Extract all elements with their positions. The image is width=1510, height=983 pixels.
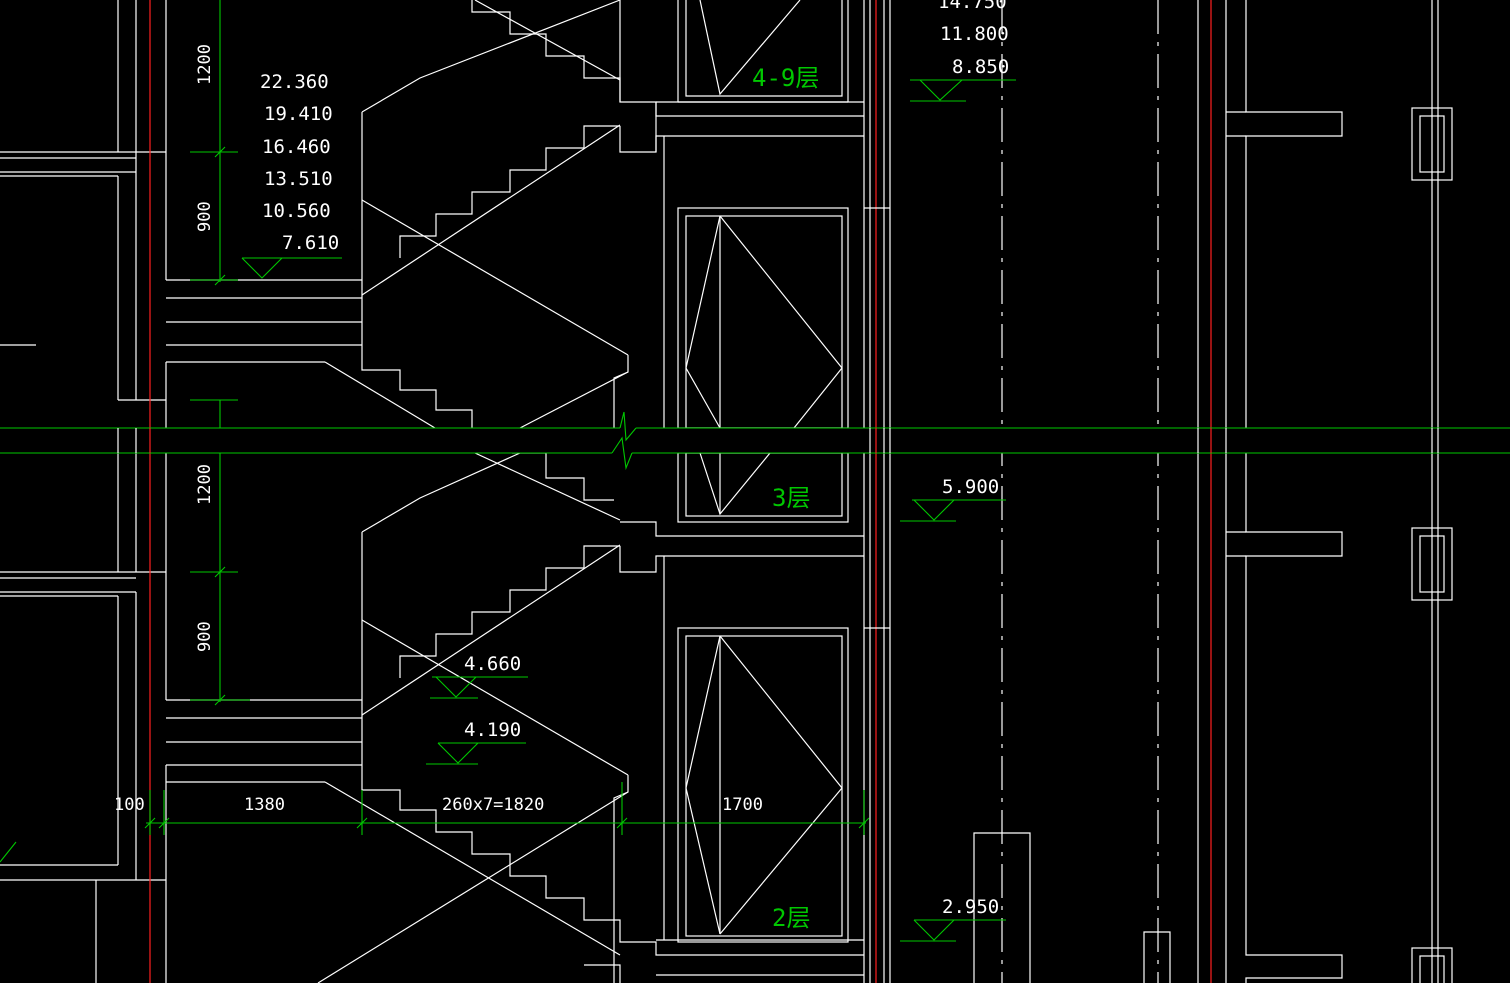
elevation-marker-left-edge bbox=[0, 841, 17, 863]
elevation-stack-2: 19.410 bbox=[264, 103, 333, 125]
floor-label-4-9: 4-9层 bbox=[752, 64, 819, 92]
elevation-marker-4190 bbox=[426, 742, 526, 765]
dimension-horizontal bbox=[144, 782, 870, 835]
elevation-marker-5900 bbox=[900, 499, 1006, 522]
elevation-stack-6: 7.610 bbox=[282, 232, 339, 254]
elevation-stack-5: 10.560 bbox=[262, 200, 331, 222]
elevation-marker-4660 bbox=[430, 676, 528, 699]
floor-label-3: 3层 bbox=[772, 484, 810, 512]
elevation-top-partial: 14.750 bbox=[938, 0, 1007, 13]
elevation-4660: 4.660 bbox=[464, 653, 521, 675]
elevation-marker-2950 bbox=[900, 919, 1006, 942]
dimension-vertical-lower bbox=[190, 399, 250, 706]
elevation-stack-3: 16.460 bbox=[262, 136, 331, 158]
dim-upper-1200: 1200 bbox=[195, 44, 215, 85]
elevation-4190: 4.190 bbox=[464, 719, 521, 741]
elevation-8850: 8.850 bbox=[952, 56, 1009, 78]
left-wall bbox=[0, 0, 167, 983]
lower-landing bbox=[166, 452, 629, 983]
elevation-marker-stack bbox=[241, 257, 342, 279]
central-column bbox=[584, 0, 891, 983]
elevation-stack-1: 22.360 bbox=[260, 71, 329, 93]
dim-stairs: 260x7=1820 bbox=[442, 795, 544, 815]
elevation-2950: 2.950 bbox=[942, 896, 999, 918]
right-structure bbox=[973, 0, 1453, 983]
dim-1380: 1380 bbox=[244, 795, 285, 815]
elevation-5900: 5.900 bbox=[942, 476, 999, 498]
window-top bbox=[677, 0, 849, 103]
upper-landing bbox=[166, 0, 629, 429]
dim-1700: 1700 bbox=[722, 795, 763, 815]
window-lower bbox=[677, 627, 849, 943]
window-upper bbox=[677, 207, 849, 523]
dim-lower-900: 900 bbox=[195, 621, 215, 652]
dimension-vertical-upper bbox=[190, 0, 238, 286]
break-band bbox=[0, 411, 1510, 471]
floor-label-2: 2层 bbox=[772, 904, 810, 932]
dim-lower-1200: 1200 bbox=[195, 464, 215, 505]
dim-upper-900: 900 bbox=[195, 201, 215, 232]
dim-100: 100 bbox=[114, 795, 145, 815]
elevation-marker-8850 bbox=[910, 79, 1016, 102]
elevation-11800: 11.800 bbox=[940, 23, 1009, 45]
elevation-stack-4: 13.510 bbox=[264, 168, 333, 190]
